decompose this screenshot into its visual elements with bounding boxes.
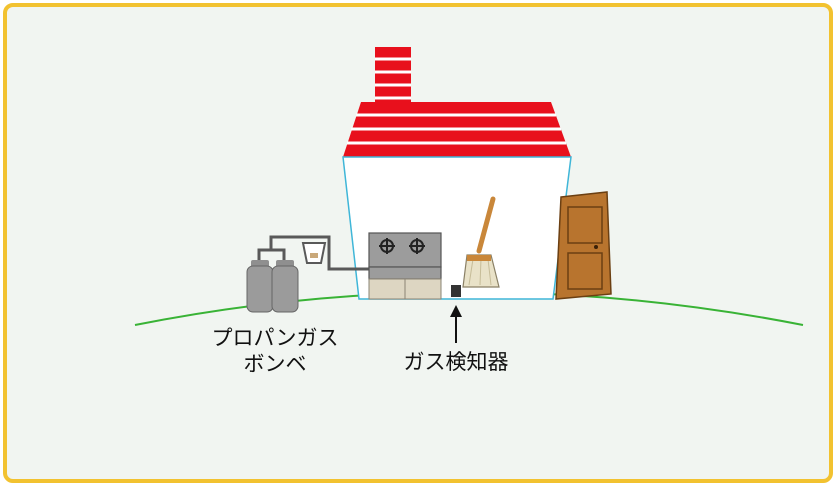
chimney <box>375 47 411 107</box>
propane-cylinders <box>246 260 299 313</box>
gas-pipe <box>257 235 369 271</box>
roof <box>343 102 571 157</box>
door <box>555 191 612 300</box>
gas-stove <box>368 232 442 300</box>
propane-label-line1: プロパンガス <box>211 326 339 350</box>
gas-detector-label: ガス検知器 <box>403 350 509 374</box>
diagram-frame: プロパンガス ボンベ ガス検知器 <box>3 3 833 483</box>
arrow-up-icon <box>450 305 462 343</box>
broom <box>462 196 500 288</box>
gas-meter <box>301 242 327 264</box>
gas-detector <box>451 285 461 297</box>
propane-label-line2: ボンベ <box>243 352 307 376</box>
house-illustration <box>134 47 804 343</box>
